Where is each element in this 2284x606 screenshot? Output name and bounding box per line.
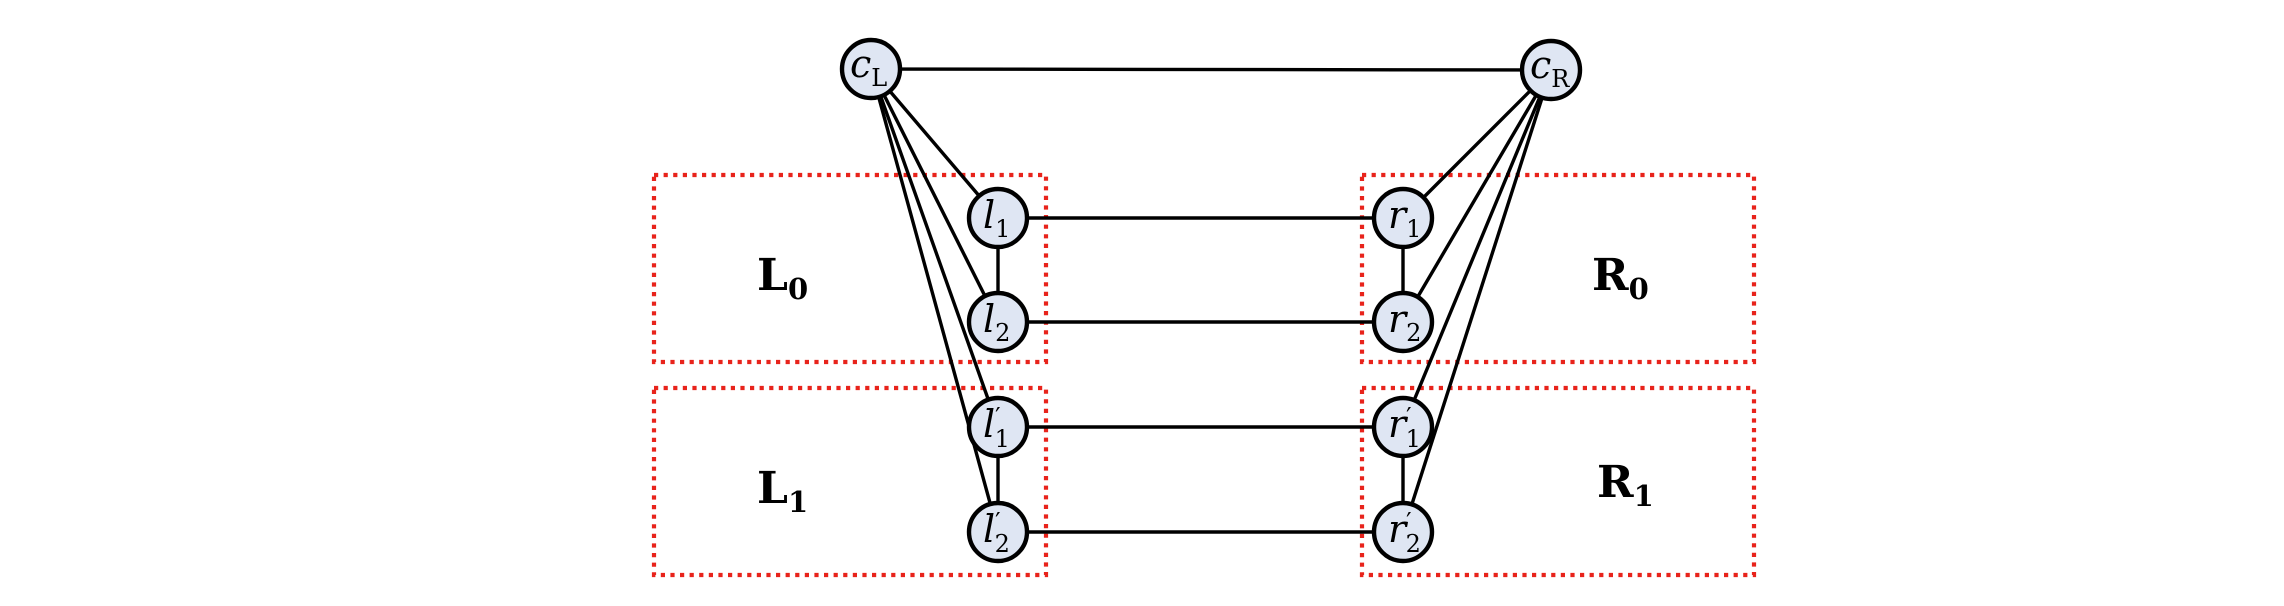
node-l1p: l′1 [966,395,1030,459]
region-box [1359,385,1757,578]
node-r1: r1 [1371,186,1435,250]
node-circle [966,395,1030,459]
node-label: cL [850,42,887,92]
region-box [651,385,1049,578]
node-circle [1371,290,1435,354]
node-label: l2 [983,297,1010,347]
node-circle [839,37,903,101]
edge-cL-l1p [869,68,1000,428]
region-r1: R1 [1359,385,1757,578]
node-circle [966,500,1030,564]
node-circle [1519,38,1583,102]
region-l1: L1 [651,385,1049,578]
node-label: r′1 [1388,402,1421,453]
node-cR: cR [1519,38,1583,102]
nodes-layer: cL cR l1 l2 l′1 l′2 r1 r2 r′1 r′2 [839,37,1583,564]
edge-cR-r2 [1401,69,1553,323]
region-label: L0 [757,250,808,306]
node-cL: cL [839,37,903,101]
node-label: l′2 [983,507,1010,558]
node-circle [1371,500,1435,564]
node-label: cR [1530,43,1570,93]
region-l0: L0 [651,172,1049,365]
node-label: l′1 [983,402,1010,453]
edge-cR-r1 [1401,68,1553,220]
region-box [1359,172,1757,365]
node-r2: r2 [1371,290,1435,354]
node-label: r2 [1388,297,1421,347]
edge-cL-l2p [869,68,1000,533]
edge-cL-l1 [869,67,1000,220]
edges-layer [869,67,1553,534]
node-circle [1371,395,1435,459]
region-label: L1 [757,463,808,519]
node-l2: l2 [966,290,1030,354]
edge-cR-r2p [1401,69,1553,533]
node-r1p: r′1 [1371,395,1435,459]
node-r2p: r′2 [1371,500,1435,564]
node-circle [966,186,1030,250]
node-label: r′2 [1388,507,1421,558]
edge-cL-cR [870,67,1552,72]
edge-cL-l2 [869,68,1000,323]
node-l2p: l′2 [966,500,1030,564]
edge-cR-r1p [1401,69,1553,428]
region-box [651,172,1049,365]
region-label: R1 [1597,457,1654,513]
node-circle [1371,186,1435,250]
region-r0: R0 [1359,172,1757,365]
node-l1: l1 [966,186,1030,250]
region-label: R0 [1592,250,1649,306]
node-label: r1 [1388,193,1421,243]
node-label: l1 [983,193,1010,243]
node-circle [966,290,1030,354]
